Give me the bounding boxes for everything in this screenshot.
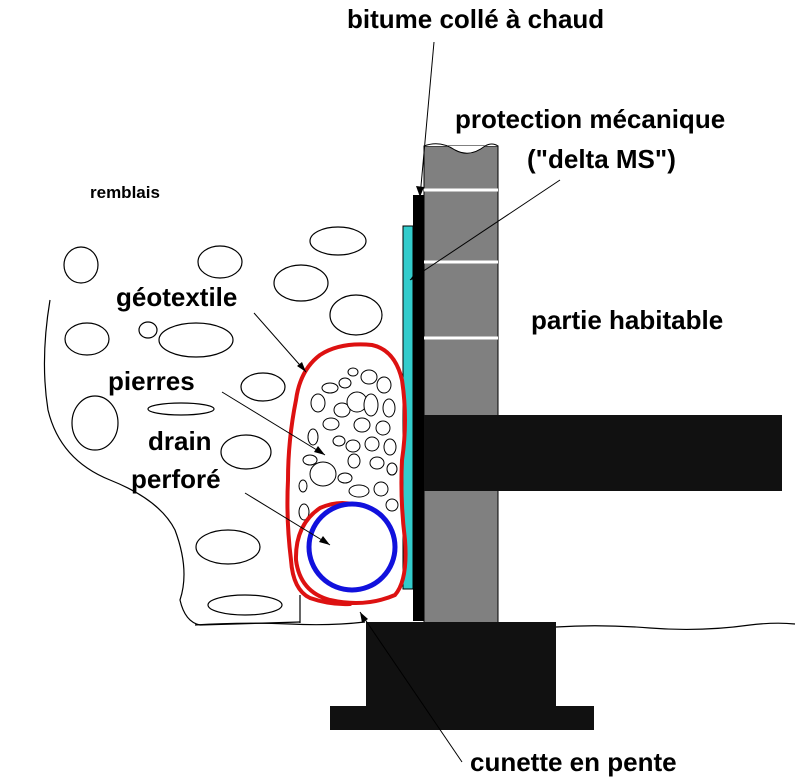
backfill-stone	[63, 246, 99, 284]
gravel-stone	[383, 438, 397, 456]
arrowhead-delta-ms	[410, 271, 420, 280]
backfill-stone	[64, 322, 110, 356]
gravel-stone	[386, 462, 398, 476]
ground-line	[194, 621, 366, 626]
backfill-stone	[240, 372, 286, 402]
gravel-stone	[348, 484, 370, 498]
gravel-stone	[363, 393, 379, 417]
bitumen-membrane	[413, 195, 424, 621]
backfill-stone	[71, 395, 119, 451]
backfill-stone	[195, 529, 261, 565]
gravel-stone	[298, 479, 308, 493]
gravel-stone	[302, 454, 318, 466]
foundation-wall	[423, 145, 499, 627]
gravel-stone	[376, 376, 392, 394]
gravel-stone	[347, 367, 359, 377]
gravel-stone	[333, 402, 351, 418]
leader-bitume	[419, 41, 435, 198]
leader-drain	[244, 492, 331, 546]
arrowhead-cunette	[360, 612, 368, 623]
gravel-stone	[373, 481, 389, 497]
arrowhead-bitume	[416, 186, 424, 197]
backfill-stone	[220, 434, 272, 470]
label-protection-line2: ("delta MS")	[527, 144, 676, 174]
gravel-stone	[345, 439, 361, 453]
ground-line-right	[555, 622, 796, 631]
label-habitable: partie habitable	[531, 305, 724, 335]
gravel-stone	[332, 435, 346, 447]
label-drain-line2: perforé	[131, 464, 221, 494]
label-remblais: remblais	[90, 183, 160, 202]
leader-cunette	[359, 611, 463, 763]
label-cunette: cunette en pente	[470, 747, 677, 777]
gravel-stone	[347, 453, 361, 469]
floor-slab	[422, 415, 782, 491]
label-pierres: pierres	[108, 366, 195, 396]
wall-top-break	[423, 143, 499, 154]
gravel-stone	[360, 369, 378, 385]
backfill-stone	[147, 402, 215, 416]
leader-delta-ms	[409, 179, 561, 281]
leader-pierres	[221, 391, 326, 456]
backfill-stone	[207, 594, 283, 616]
label-geotextile: géotextile	[116, 282, 238, 312]
arrowhead-pierres	[314, 446, 325, 455]
gravel-stone	[364, 436, 380, 452]
gravel-stone	[385, 498, 399, 512]
label-drain-line1: drain	[148, 426, 212, 456]
backfill-stone	[329, 294, 383, 336]
gravel-stone	[307, 428, 319, 446]
backfill-stone	[309, 226, 367, 256]
gravel-stone	[298, 503, 310, 521]
arrowhead-drain	[319, 536, 330, 545]
footing-base	[330, 706, 594, 730]
gravel-stone	[353, 417, 371, 433]
gravel-stone	[321, 382, 339, 394]
gravel-stone	[338, 377, 352, 389]
backfill-stone	[158, 322, 234, 358]
backfill-stone	[273, 264, 329, 302]
label-bitume: bitume collé à chaud	[347, 4, 605, 34]
leader-lines	[221, 41, 561, 763]
gravel-stone	[375, 420, 391, 436]
backfill-stone	[197, 245, 243, 279]
label-protection-line1: protection mécanique	[455, 104, 726, 134]
gravel-stone	[322, 417, 340, 431]
leader-geotextile	[253, 312, 307, 373]
gravel-stone	[310, 393, 326, 413]
gravel-stones	[298, 367, 399, 521]
arrowhead-geotextile	[297, 362, 306, 372]
geotextile-wrap	[285, 342, 408, 607]
perforated-drain-pipe	[306, 501, 398, 593]
backfill-stone	[138, 321, 158, 339]
gravel-stone	[382, 398, 396, 418]
backfill-outline	[43, 299, 301, 626]
gravel-stone	[337, 472, 353, 484]
backfill-stones	[63, 226, 383, 616]
leader-arrowheads	[297, 186, 424, 623]
gravel-stone	[369, 456, 385, 470]
footing-upper	[366, 622, 556, 707]
gravel-stone	[309, 461, 337, 487]
